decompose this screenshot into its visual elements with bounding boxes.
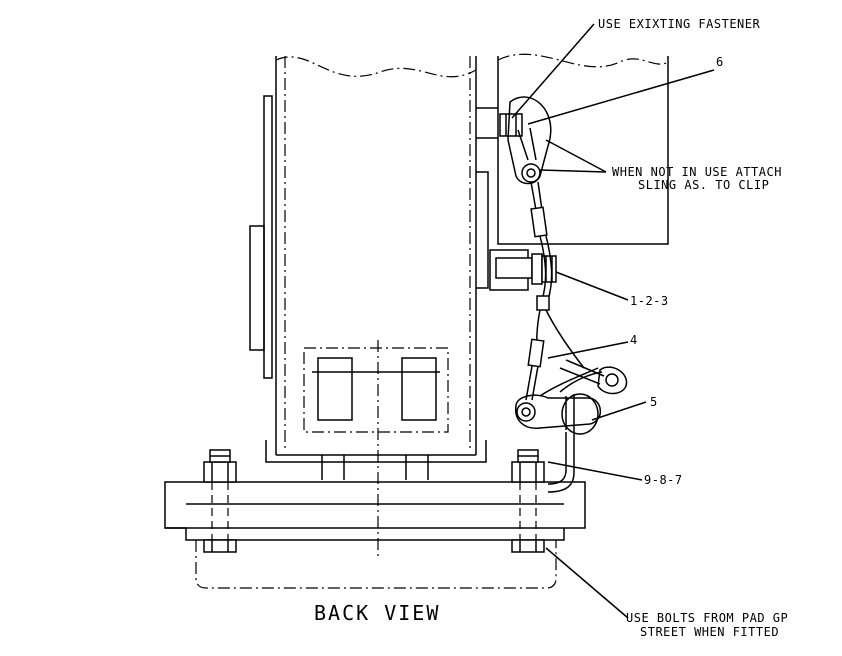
item-label-5: 5 [650,395,658,409]
note-attach-line2: SLING AS. TO CLIP [638,178,769,192]
right-bracket [476,53,669,291]
main-housing [249,56,489,560]
item-label-4: 4 [630,333,638,347]
note-bolts-line2: STREET WHEN FITTED [640,625,779,639]
item-label-1-2-3: 1-2-3 [630,294,669,308]
item-label-6: 6 [716,55,724,69]
leader-lines [511,23,715,619]
view-title: BACK VIEW [314,601,440,625]
note-existing-fastener: USE EXIXTING FASTENER [598,17,760,31]
note-attach-line1: WHEN NOT IN USE ATTACH [612,165,782,179]
sling-upper [530,181,553,311]
j-clip [547,432,575,493]
left-bolt [203,449,237,553]
item-label-9-8-7: 9-8-7 [644,473,683,487]
hook-rings [515,366,628,435]
right-bolt [511,449,545,553]
base-plate-assembly [164,481,586,589]
sling-lower [525,309,605,401]
note-bolts-line1: USE BOLTS FROM PAD GP [626,611,788,625]
side-bolt [495,253,557,285]
